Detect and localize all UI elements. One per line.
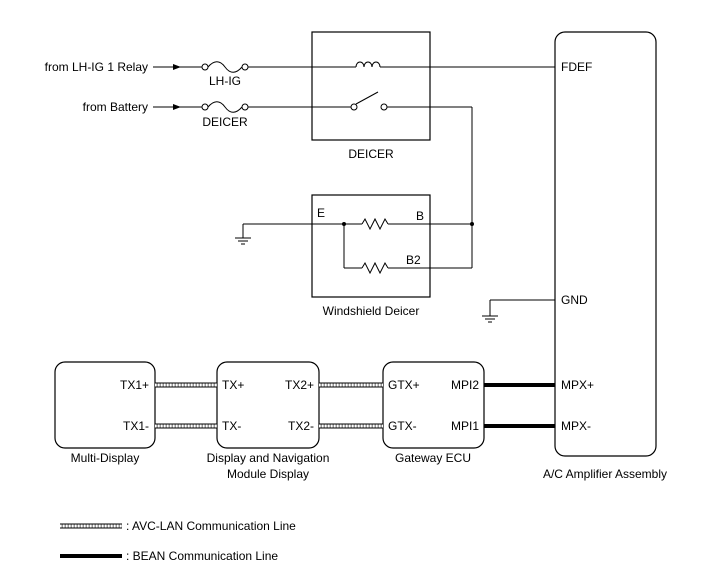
- windshield-deicer-label: Windshield Deicer: [323, 304, 420, 318]
- terminal-fdef: FDEF: [561, 60, 592, 74]
- ac-ground-circuit: [482, 299, 555, 323]
- ground-icon: [235, 237, 251, 245]
- deicer-relay-label: DEICER: [348, 147, 394, 161]
- deicer-fuse-icon: [207, 101, 243, 113]
- ac-amplifier-label: A/C Amplifier Assembly: [543, 467, 667, 481]
- multi-display-label: Multi-Display: [71, 451, 140, 465]
- relay-switch-terminal-right: [380, 103, 388, 111]
- terminal-e: E: [317, 206, 325, 220]
- terminal-gtx-plus: GTX+: [388, 378, 420, 392]
- relay-switch-contact-icon: [355, 91, 379, 105]
- deicer-fuse-terminal-right: [241, 103, 249, 111]
- terminal-tx-minus: TX-: [222, 419, 241, 433]
- legend: : AVC-LAN Communication Line : BEAN Comm…: [60, 519, 296, 563]
- ac-amplifier-box: [554, 31, 657, 457]
- heater-resistor-b2-icon: [361, 261, 389, 275]
- relay-switch-terminal-left: [350, 103, 358, 111]
- deicer-relay-box: [311, 31, 431, 141]
- lh-ig-fuse-icon: [207, 61, 243, 73]
- nav-module-box: [216, 361, 320, 449]
- junction-b: [470, 222, 474, 226]
- fuse-deicer-label: DEICER: [202, 115, 248, 129]
- relay-coil-icon: [355, 61, 381, 68]
- avc-lan-lines: [155, 382, 383, 429]
- terminal-tx1-minus: TX1-: [123, 419, 149, 433]
- terminal-b2: B2: [406, 253, 421, 267]
- terminal-tx1-plus: TX1+: [120, 378, 149, 392]
- terminal-mpi1: MPI1: [451, 419, 479, 433]
- nav-module-label-line2: Module Display: [227, 467, 309, 481]
- terminal-tx2-plus: TX2+: [285, 378, 314, 392]
- battery-circuit: [153, 91, 473, 268]
- legend-avc-label: : AVC-LAN Communication Line: [126, 519, 296, 533]
- terminal-tx2-minus: TX2-: [288, 419, 314, 433]
- terminal-b: B: [416, 209, 424, 223]
- terminal-tx-plus: TX+: [222, 378, 244, 392]
- windshield-deicer-circuit: [235, 217, 474, 275]
- gateway-ecu-label: Gateway ECU: [395, 451, 471, 465]
- legend-bean-label: : BEAN Communication Line: [126, 549, 278, 563]
- terminal-mpx-minus: MPX-: [561, 419, 591, 433]
- heater-resistor-b-icon: [361, 217, 389, 231]
- nav-module-label-line1: Display and Navigation: [207, 451, 330, 465]
- multi-display-box: [54, 361, 156, 449]
- fuse-lh-ig-label: LH-IG: [209, 74, 241, 88]
- lh-ig-fuse-terminal-right: [241, 63, 249, 71]
- terminal-mpi2: MPI2: [451, 378, 479, 392]
- source-lh-ig1-relay: from LH-IG 1 Relay: [45, 60, 148, 74]
- terminal-gtx-minus: GTX-: [388, 419, 417, 433]
- lh-ig-circuit: [153, 61, 555, 73]
- bean-lines: [484, 383, 555, 428]
- gateway-ecu-box: [382, 361, 485, 449]
- deicer-fuse-terminal-left: [201, 103, 209, 111]
- ground-icon: [482, 315, 498, 323]
- terminal-mpx-plus: MPX+: [561, 378, 594, 392]
- windshield-deicer-box: [311, 194, 431, 298]
- lh-ig-fuse-terminal-left: [201, 63, 209, 71]
- terminal-gnd: GND: [561, 293, 588, 307]
- source-battery: from Battery: [83, 100, 148, 114]
